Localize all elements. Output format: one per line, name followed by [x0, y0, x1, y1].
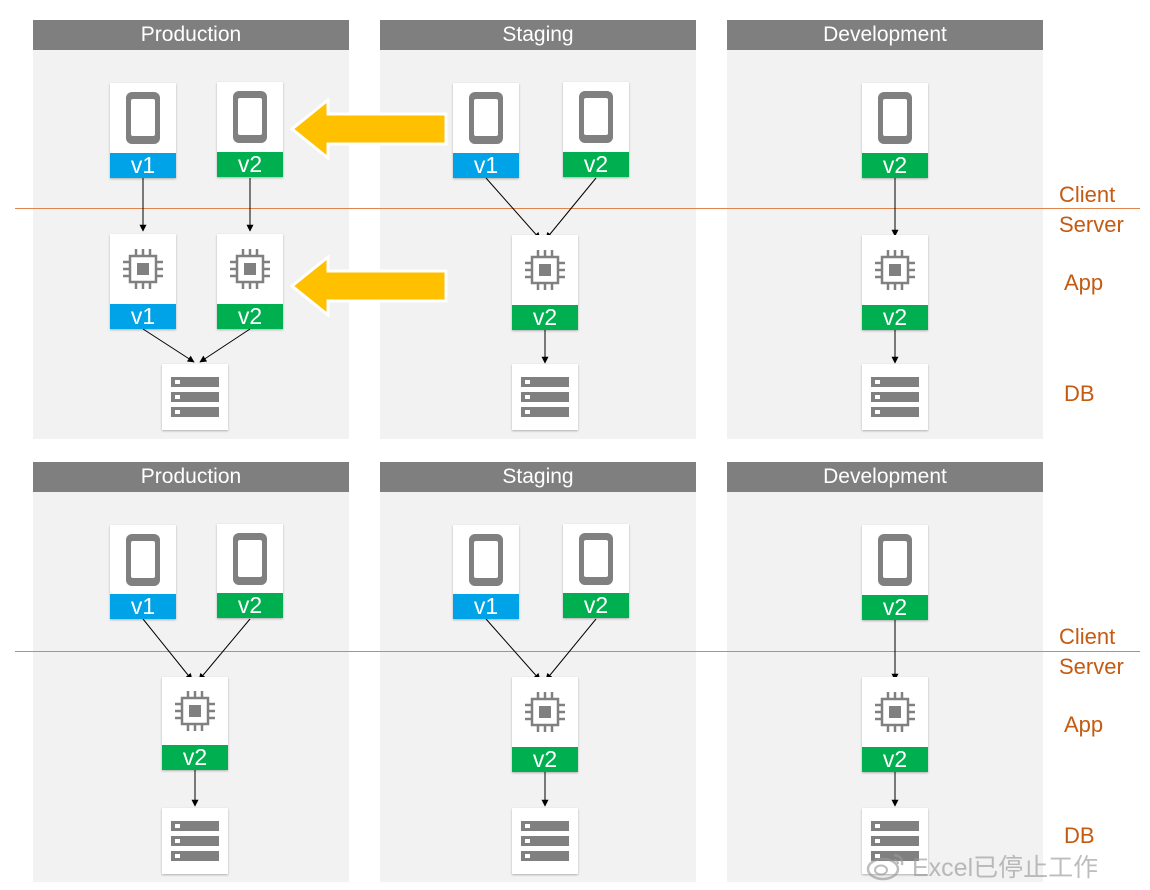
db-card — [162, 364, 228, 430]
weibo-icon — [866, 853, 904, 881]
phone-icon — [878, 534, 912, 586]
watermark-text: Excel已停止工作 — [912, 854, 1099, 882]
tier-label-client: Client — [1059, 624, 1116, 649]
phone-icon — [233, 91, 267, 143]
panel-header-production: Production — [33, 462, 349, 492]
promote-arrow-client — [290, 98, 448, 160]
app-card-v1: v1 — [110, 234, 176, 329]
cpu-chip-icon — [175, 691, 215, 731]
cpu-chip-icon — [123, 249, 163, 289]
app-card-v2: v2 — [217, 234, 283, 329]
version-badge-v2: v2 — [862, 304, 928, 330]
panel-header-production: Production — [33, 20, 349, 50]
app-card-v2: v2 — [512, 235, 578, 330]
tier-label-client: Client — [1059, 182, 1116, 207]
app-card-v2: v2 — [862, 235, 928, 330]
version-badge-v2: v2 — [862, 152, 928, 178]
connector — [545, 618, 597, 681]
client-server-divider — [15, 651, 1140, 652]
server-rack-icon — [171, 821, 219, 861]
connector — [142, 618, 193, 681]
tier-label-server: Server — [1059, 212, 1124, 237]
app-card-v2: v2 — [162, 677, 228, 770]
version-badge-v1: v1 — [453, 152, 519, 178]
version-badge-v2: v2 — [563, 592, 629, 618]
version-badge-v2: v2 — [512, 304, 578, 330]
db-card — [512, 364, 578, 430]
cpu-chip-icon — [875, 692, 915, 732]
cpu-chip-icon — [875, 250, 915, 290]
version-badge-v1: v1 — [110, 303, 176, 329]
cpu-chip-icon — [525, 692, 565, 732]
client-card-v1: v1 — [110, 525, 176, 619]
tier-label-db: DB — [1064, 381, 1095, 406]
connector — [485, 618, 541, 681]
server-rack-icon — [171, 377, 219, 417]
tier-label-server: Server — [1059, 654, 1124, 679]
client-card-v2: v2 — [217, 524, 283, 618]
panel-header-development: Development — [727, 462, 1043, 492]
panel-header-staging: Staging — [380, 20, 696, 50]
phone-icon — [579, 532, 613, 585]
client-card-v2: v2 — [217, 82, 283, 177]
db-card — [862, 364, 928, 430]
connector — [545, 177, 597, 240]
client-card-v2: v2 — [563, 82, 629, 177]
cpu-chip-icon — [525, 250, 565, 290]
db-card — [512, 808, 578, 874]
connector — [485, 177, 541, 240]
phone-icon — [126, 533, 160, 586]
version-badge-v2: v2 — [217, 592, 283, 618]
phone-icon — [469, 92, 503, 144]
tier-label-db: DB — [1064, 823, 1095, 848]
phone-icon — [469, 533, 503, 586]
tier-label-app: App — [1064, 712, 1104, 737]
tier-label-app: App — [1064, 270, 1104, 295]
phone-icon — [579, 91, 613, 143]
server-rack-icon — [521, 821, 569, 861]
app-card-v2: v2 — [512, 677, 578, 772]
panel-header-staging: Staging — [380, 462, 696, 492]
client-card-v2: v2 — [563, 524, 629, 618]
client-server-divider — [15, 208, 1140, 209]
phone-icon — [878, 92, 912, 144]
version-badge-v2: v2 — [217, 303, 283, 329]
watermark: Excel已停止工作 — [866, 848, 1098, 884]
client-card-v2: v2 — [862, 83, 928, 178]
server-rack-icon — [871, 377, 919, 417]
version-badge-v2: v2 — [512, 746, 578, 772]
connector — [142, 328, 195, 363]
version-badge-v2: v2 — [563, 151, 629, 177]
app-card-v2: v2 — [862, 677, 928, 772]
version-badge-v2: v2 — [217, 151, 283, 177]
connector — [198, 618, 251, 681]
server-rack-icon — [521, 377, 569, 417]
client-card-v1: v1 — [453, 83, 519, 178]
version-badge-v1: v1 — [110, 593, 176, 619]
db-card — [162, 808, 228, 874]
promote-arrow-app — [290, 255, 448, 317]
version-badge-v2: v2 — [162, 744, 228, 770]
cpu-chip-icon — [230, 249, 270, 289]
panel-header-development: Development — [727, 20, 1043, 50]
connector — [199, 328, 251, 363]
client-card-v2: v2 — [862, 525, 928, 620]
client-card-v1: v1 — [110, 83, 176, 178]
client-card-v1: v1 — [453, 525, 519, 619]
version-badge-v1: v1 — [453, 593, 519, 619]
phone-icon — [126, 92, 160, 144]
phone-icon — [233, 532, 267, 585]
version-badge-v2: v2 — [862, 594, 928, 620]
version-badge-v2: v2 — [862, 746, 928, 772]
panel-staging-top: Staging — [380, 20, 696, 439]
version-badge-v1: v1 — [110, 152, 176, 178]
